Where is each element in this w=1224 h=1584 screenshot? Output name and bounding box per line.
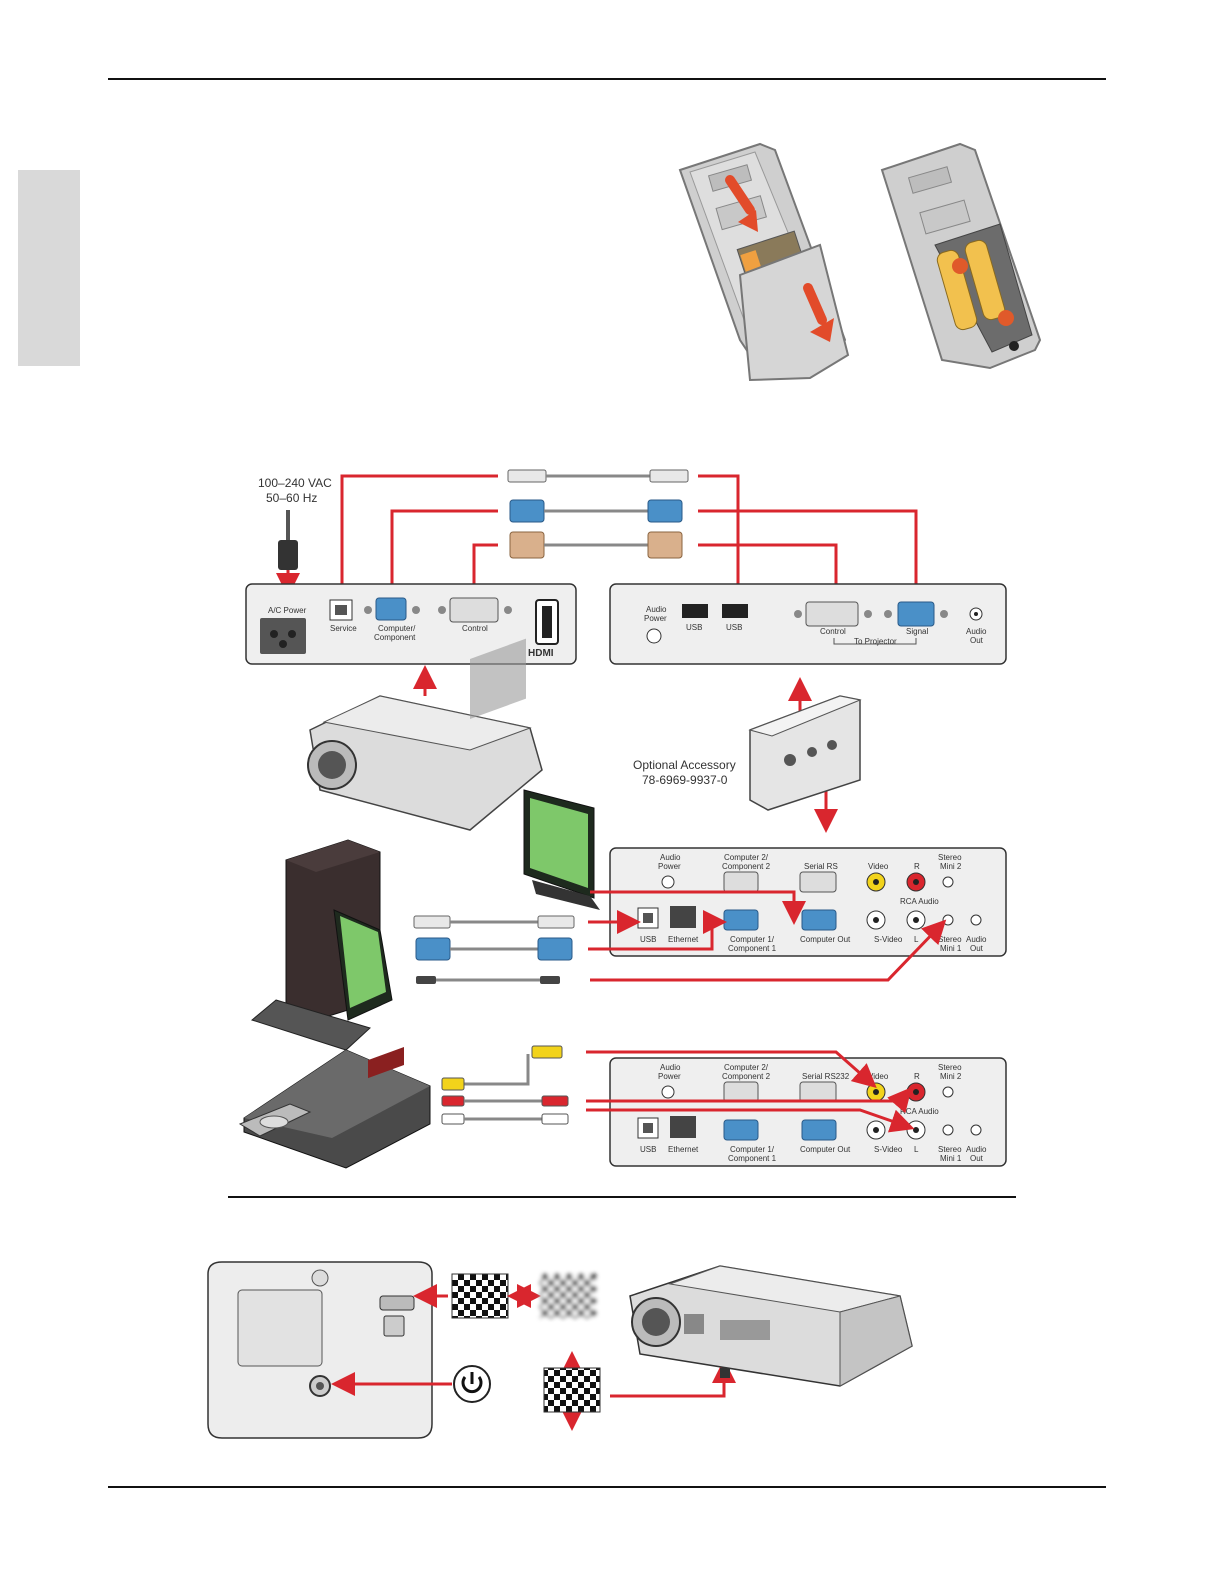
p1-computer2-line1: Computer 2/ [724,853,769,862]
p1-rca-audio-label: RCA Audio [900,897,939,906]
remote-open-cover [678,142,850,382]
p2-stereo-mini1-line2: Mini 1 [940,1154,962,1163]
p1-l-label: L [914,935,919,944]
p1-audio-out-line2: Out [970,944,984,953]
control-label: Control [462,624,488,633]
p2-stereo-mini2-line2: Mini 2 [940,1072,962,1081]
dock-signal-label: Signal [906,627,928,636]
power-spec-line1: 100–240 VAC [258,476,332,490]
p2-audio-power-line2: Power [658,1072,681,1081]
p2-usb-label: USB [640,1145,656,1154]
remote-battery-figure [678,142,1042,382]
p2-video-label: Video [868,1072,889,1081]
p1-computer2-line2: Component 2 [722,862,771,871]
projector-rear-panel: A/C Power Service Computer/ Component Co… [245,583,577,665]
p1-ethernet-label: Ethernet [668,935,699,944]
p1-computer1-line2: Component 1 [728,944,777,953]
projector-top-view [207,1261,433,1439]
p1-computer-out-label: Computer Out [800,935,851,944]
p2-stereo-mini2-line1: Stereo [938,1063,962,1072]
to-projector-label: To Projector [854,637,897,646]
p2-rca-audio-label: RCA Audio [900,1107,939,1116]
p2-audio-out-line2: Out [970,1154,984,1163]
panel1-connection-arrows [588,890,947,982]
p1-computer1-line1: Computer 1/ [730,935,775,944]
top-rule [108,78,1106,80]
top-connection-arrows [330,474,928,611]
p2-ethernet-label: Ethernet [668,1145,699,1154]
p1-svideo-label: S-Video [874,935,903,944]
bottom-rule [108,1486,1106,1488]
focus-blurred-pattern [540,1274,596,1318]
projector-front-view [629,1265,913,1387]
p2-computer1-line1: Computer 1/ [730,1145,775,1154]
p1-stereo-mini2-line1: Stereo [938,853,962,862]
dock-control-label: Control [820,627,846,636]
p1-stereo-mini2-line2: Mini 2 [940,862,962,871]
dvd-player-device [238,1047,431,1169]
p2-serial-label: Serial RS232 [802,1072,850,1081]
remote-batteries-inserted [880,142,1042,370]
p1-audio-out-line1: Audio [966,935,987,944]
dock-audio-out-line1: Audio [966,627,987,636]
p2-computer2-line1: Computer 2/ [724,1063,769,1072]
dock-audio-power-line1: Audio [646,605,667,614]
elevation-pattern [543,1367,601,1413]
middle-rule [228,1196,1016,1198]
dock-audio-out-line2: Out [970,636,984,645]
power-cord [276,510,300,597]
side-tab [18,170,80,366]
p2-svideo-label: S-Video [874,1145,903,1154]
p2-computer-out-label: Computer Out [800,1145,851,1154]
service-label: Service [330,624,357,633]
adjustment-figure [207,1261,913,1439]
av-cables [441,1045,569,1125]
dock-top-panel: Audio Power USB USB Control Signal To Pr… [609,583,1007,665]
accessory-label-line2: 78-6969-9937-0 [642,773,728,787]
power-spec-line2: 50–60 Hz [266,491,317,505]
ac-power-label: A/C Power [268,606,307,615]
elevation-arrow [610,1359,736,1398]
p2-l-label: L [914,1145,919,1154]
p2-audio-power-line1: Audio [660,1063,681,1072]
p2-stereo-mini1-line1: Stereo [938,1145,962,1154]
computer-setup [250,789,600,1051]
usb-cable [507,469,689,483]
p1-usb-label: USB [640,935,656,944]
accessory-dock-device [748,695,862,811]
computer-cables [413,915,575,984]
hdmi-label: HDMI [528,648,554,659]
panel2-connection-arrows [586,1050,915,1133]
p2-computer1-line2: Component 1 [728,1154,777,1163]
computer-label-line2: Component [374,633,416,642]
dock-panel-2: Audio Power Computer 2/ Component 2 Seri… [609,1057,1007,1167]
power-icon [453,1365,491,1403]
control-cable [509,531,683,559]
focus-sharp-pattern [451,1273,509,1319]
computer-label-line1: Computer/ [378,624,416,633]
vga-cable [509,499,683,523]
dock-panel-1: Audio Power Computer 2/ Component 2 Seri… [609,847,1007,957]
accessory-label-line1: Optional Accessory [633,758,736,772]
p1-stereo-mini1-line2: Mini 1 [940,944,962,953]
projector-device [307,638,543,831]
p2-audio-out-line1: Audio [966,1145,987,1154]
p1-r-label: R [914,862,920,871]
p1-audio-power-line1: Audio [660,853,681,862]
dock-usb-b-label: USB [726,623,742,632]
p1-serial-label: Serial RS [804,862,838,871]
p1-stereo-mini1-line1: Stereo [938,935,962,944]
p1-video-label: Video [868,862,889,871]
dock-usb-a-label: USB [686,623,702,632]
dock-audio-power-line2: Power [644,614,667,623]
p1-audio-power-line2: Power [658,862,681,871]
p2-computer2-line2: Component 2 [722,1072,771,1081]
p2-r-label: R [914,1072,920,1081]
connection-diagram: 100–240 VAC 50–60 Hz A/C Power [238,469,1007,1169]
